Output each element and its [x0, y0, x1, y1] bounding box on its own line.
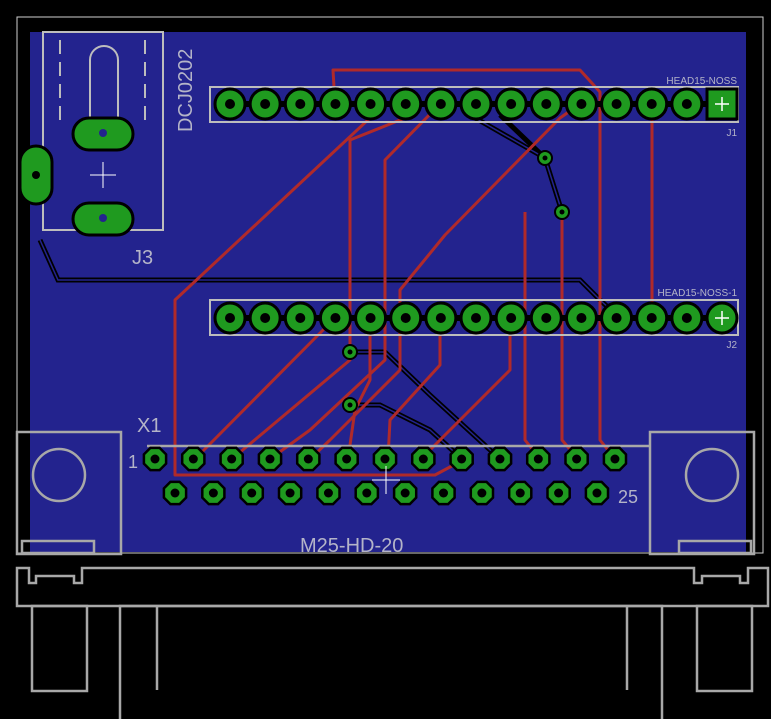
pad-drill [330, 313, 341, 323]
pad-drill [342, 454, 352, 464]
pad-drill [576, 313, 587, 323]
j1-name-label: J1 [726, 128, 737, 139]
pad-drill [260, 99, 271, 109]
pad-drill [439, 488, 449, 498]
pad-drill [592, 488, 602, 498]
pad-drill [400, 99, 411, 109]
j1-value-label: HEAD15-NOSS [666, 76, 737, 87]
pad-drill [477, 488, 487, 498]
pad-drill [554, 488, 564, 498]
pad-drill [400, 488, 410, 498]
pad-drill [435, 99, 446, 109]
pad-drill [515, 488, 525, 498]
pad-drill [418, 454, 428, 464]
origin-cross-icon [715, 311, 729, 325]
pad-drill [541, 313, 552, 323]
header-j2[interactable]: HEAD15-NOSS-1 J2 [209, 288, 739, 351]
pad-drill [295, 99, 306, 109]
pad-drill [285, 488, 295, 498]
pad-drill [265, 454, 275, 464]
pad-drill [646, 313, 657, 323]
pad-drill [611, 313, 622, 323]
board-outline [16, 16, 764, 554]
pad-drill [225, 313, 235, 323]
origin-cross-icon [715, 97, 729, 111]
pad-drill [208, 488, 218, 498]
pad-drill [400, 313, 411, 323]
pad-drill [150, 454, 160, 464]
j2-name-label: J2 [726, 340, 737, 351]
dc-jack-j3[interactable]: DCJ0202 J3 [18, 31, 197, 269]
connector-x1[interactable]: X1 1 25 M25-HD-20 [15, 415, 770, 719]
pad-drill [576, 99, 587, 109]
j3-name-label: J3 [132, 247, 153, 269]
j3-value-label: DCJ0202 [175, 49, 197, 132]
pad-drill [541, 99, 552, 109]
x1-value-label: M25-HD-20 [300, 535, 403, 557]
j2-value-label: HEAD15-NOSS-1 [658, 288, 738, 299]
pad-drill [506, 313, 517, 323]
pad-drill [471, 99, 481, 109]
pad-drill [330, 99, 341, 109]
pad-drill [365, 313, 376, 323]
pad-drill [457, 454, 467, 464]
pad-drill [611, 99, 622, 109]
pad-drill [610, 454, 620, 464]
pad-drill [295, 313, 306, 323]
pad-drill [365, 99, 376, 109]
pad-drill [380, 454, 390, 464]
pad-drill [227, 454, 237, 464]
pad-drill [323, 488, 333, 498]
pad-drill [303, 454, 313, 464]
top-traces [173, 68, 654, 477]
pad-drill [260, 313, 271, 323]
pad-drill [533, 454, 543, 464]
pad-drill [572, 454, 582, 464]
x1-name-label: X1 [137, 415, 161, 437]
x1-pin25-label: 25 [618, 487, 638, 507]
pad-drill [225, 99, 235, 109]
pad-drill [247, 488, 257, 498]
pad-drill [170, 488, 180, 498]
pad-drill [681, 313, 692, 323]
pad-drill [188, 454, 198, 464]
header-j1[interactable]: HEAD15-NOSS J1 [209, 76, 739, 139]
x1-pin1-label: 1 [128, 452, 138, 472]
pad-drill [362, 488, 372, 498]
pad-drill [471, 313, 481, 323]
pad-drill [506, 99, 517, 109]
pad-drill [435, 313, 446, 323]
pad-drill [646, 99, 657, 109]
vias [342, 150, 570, 413]
pad-drill [681, 99, 692, 109]
pad-drill [495, 454, 505, 464]
